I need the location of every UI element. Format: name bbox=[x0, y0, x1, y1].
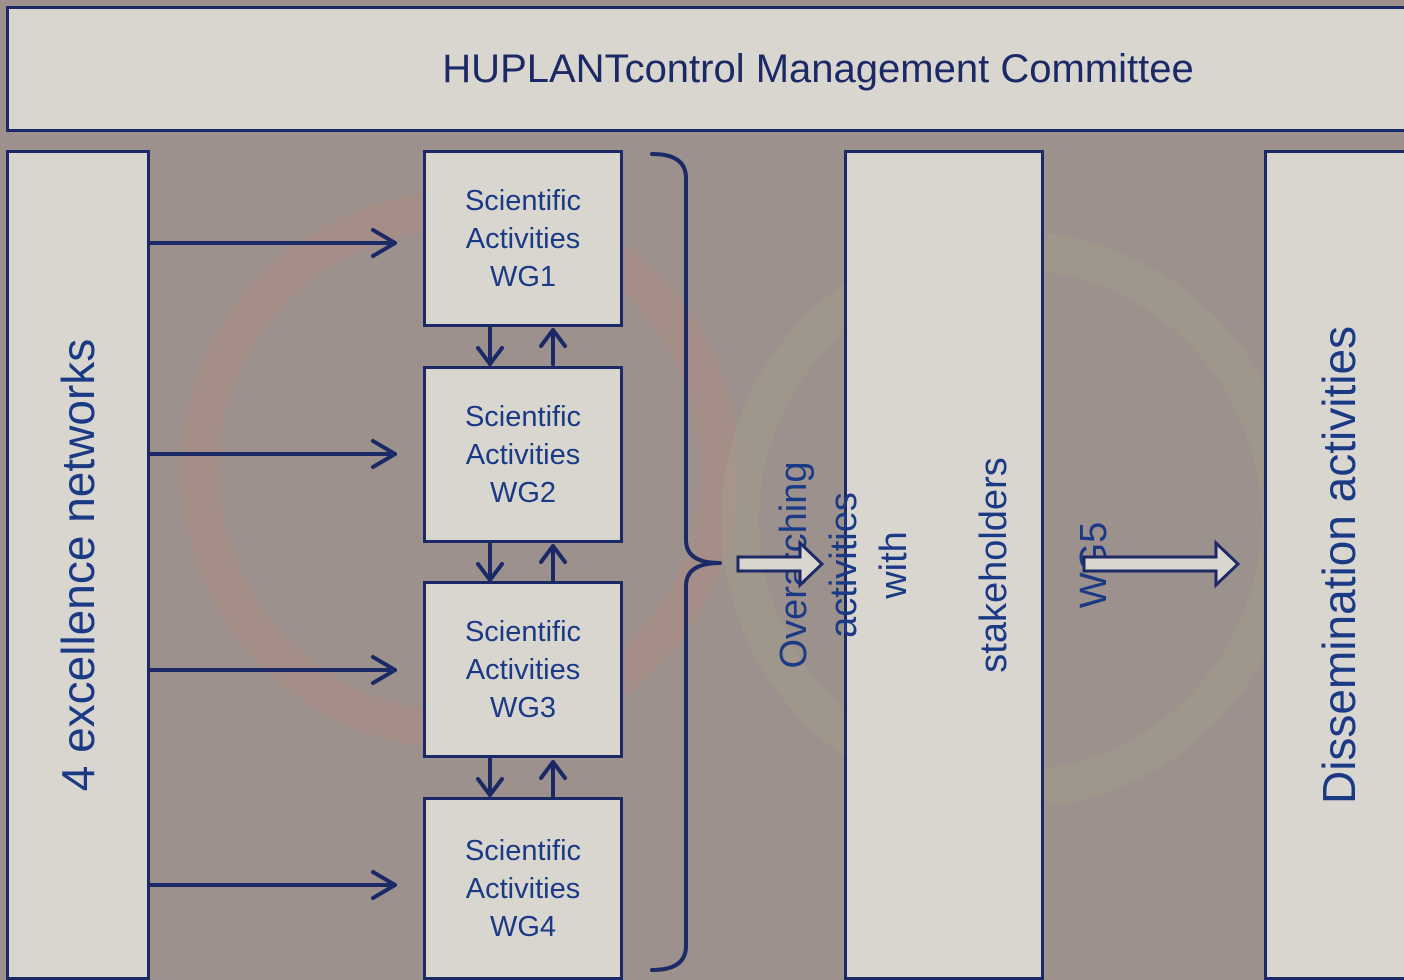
overarching-activities-box: Overarching activities with stakeholders… bbox=[773, 150, 1115, 980]
wg1-line2: Activities bbox=[465, 222, 581, 255]
arrows-wg1-wg2 bbox=[476, 326, 567, 366]
block-arrow-to-wg5 bbox=[736, 539, 825, 589]
management-committee-title: HUPLANTcontrol Management Committee bbox=[442, 46, 1194, 91]
block-arrow-to-dissemination bbox=[1082, 539, 1241, 589]
dissemination-box: Dissemination activities bbox=[1264, 150, 1404, 980]
wg1-box: Scientific Activities WG1 bbox=[423, 150, 623, 327]
arrows-wg2-wg3 bbox=[476, 542, 567, 582]
arrow-to-wg4 bbox=[148, 870, 397, 900]
wg2-line3: WG2 bbox=[489, 476, 557, 509]
wg2-line1: Scientific bbox=[464, 400, 582, 433]
wg3-line3: WG3 bbox=[489, 691, 557, 724]
wg4-line1: Scientific bbox=[464, 834, 582, 867]
wg-group-brace bbox=[650, 152, 722, 972]
wg1-line3: WG1 bbox=[489, 260, 557, 293]
wg4-box: Scientific Activities WG4 bbox=[423, 797, 623, 980]
arrows-wg3-wg4 bbox=[476, 757, 567, 798]
management-committee-box: HUPLANTcontrol Management Committee bbox=[6, 6, 1404, 132]
arrow-to-wg2 bbox=[148, 439, 397, 469]
arrow-to-wg1 bbox=[148, 228, 397, 258]
wg1-line1: Scientific bbox=[464, 184, 582, 217]
arrow-to-wg3 bbox=[148, 655, 397, 685]
wg4-line2: Activities bbox=[465, 872, 581, 905]
wg3-line1: Scientific bbox=[464, 615, 582, 648]
wg2-box: Scientific Activities WG2 bbox=[423, 366, 623, 543]
wg3-box: Scientific Activities WG3 bbox=[423, 581, 623, 758]
wg2-line2: Activities bbox=[465, 438, 581, 471]
wg4-line3: WG4 bbox=[489, 910, 557, 943]
wg3-line2: Activities bbox=[465, 653, 581, 686]
excellence-networks-box: 4 excellence networks bbox=[6, 150, 150, 980]
